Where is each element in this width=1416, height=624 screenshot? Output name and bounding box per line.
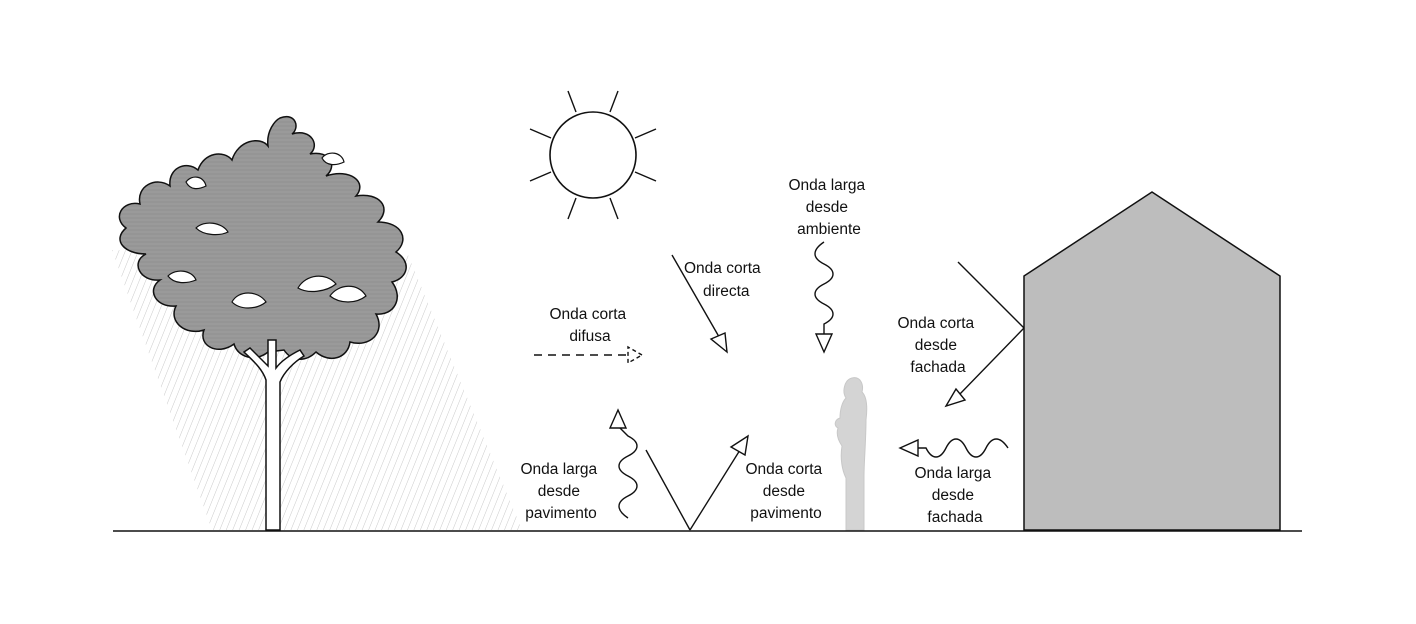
facade-longwave-arrow bbox=[898, 438, 1009, 458]
person-icon bbox=[834, 377, 868, 531]
pavement-shortwave-arrow bbox=[645, 434, 749, 531]
facade-shortwave-arrow bbox=[944, 261, 1025, 408]
sun-icon bbox=[529, 90, 657, 220]
label-pavement-longwave: Onda larga desde pavimento bbox=[520, 461, 601, 522]
label-direct-shortwave: Onda corta directa bbox=[684, 260, 765, 300]
tree-trunk bbox=[242, 339, 306, 531]
diffuse-shortwave-arrow bbox=[534, 345, 644, 365]
tree-icon bbox=[118, 115, 407, 531]
label-facade-shortwave: Onda corta desde fachada bbox=[898, 315, 979, 376]
label-diffuse-shortwave: Onda corta difusa bbox=[550, 306, 631, 345]
label-facade-longwave: Onda larga desde fachada bbox=[914, 465, 995, 526]
pavement-longwave-arrow bbox=[608, 408, 638, 519]
label-ambient-longwave: Onda larga desde ambiente bbox=[788, 177, 869, 238]
house-icon bbox=[1023, 191, 1281, 531]
label-pavement-shortwave: Onda corta desde pavimento bbox=[746, 461, 827, 522]
direct-shortwave-arrow bbox=[671, 254, 728, 354]
ambient-longwave-arrow bbox=[814, 241, 834, 354]
